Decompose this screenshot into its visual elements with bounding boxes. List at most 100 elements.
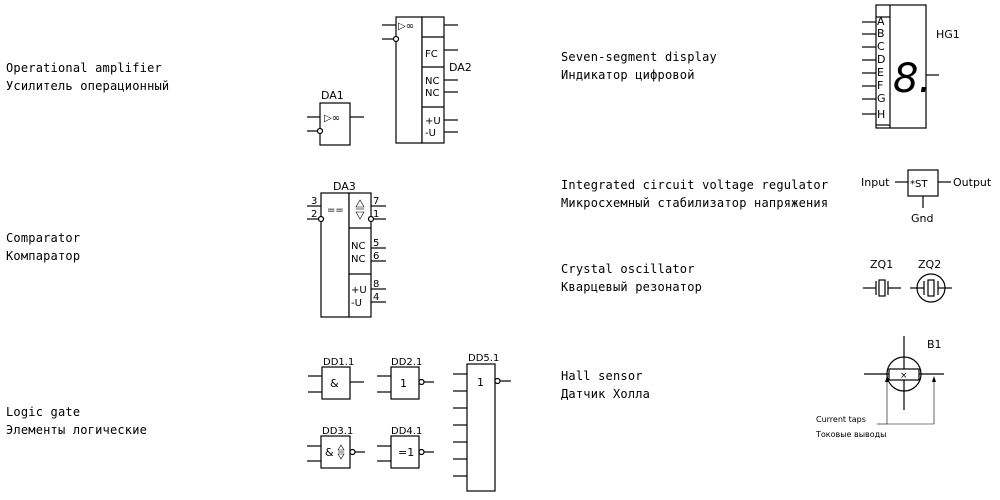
da3-pin-1: 1 — [373, 209, 379, 220]
hg1-seg-b: B — [877, 27, 885, 40]
hg1-input-leads — [862, 21, 876, 115]
zq2-quartz — [927, 279, 935, 297]
da3-pin-7: 7 — [373, 196, 379, 207]
regulator-label-ru: Микросхемный стабилизатор напряжения — [561, 196, 829, 210]
da2-pin-nc2: NC — [425, 88, 439, 99]
da1-body — [319, 102, 351, 146]
opamp-label-en: Operational amplifier — [6, 61, 162, 75]
display-label-en: Seven-segment display — [561, 50, 717, 64]
dd4-ref: DD4.1 — [391, 426, 422, 437]
hg1-ref: HG1 — [936, 28, 960, 41]
da2-body — [395, 16, 423, 144]
dd5-body — [466, 363, 496, 492]
dd1-func: & — [330, 377, 339, 390]
da2-pin-nc1: NC — [425, 76, 439, 87]
da3-pin-3: 3 — [311, 196, 317, 207]
dd2-ref: DD2.1 — [391, 357, 422, 368]
hall-element — [888, 368, 920, 381]
hg1-seg-e: E — [877, 66, 884, 79]
regulator-body — [907, 169, 939, 197]
logic-label-ru: Элементы логические — [6, 423, 148, 437]
logic-label: Logic gate Элементы логические — [6, 403, 147, 439]
dd1-gate: DD1.1 & — [308, 357, 364, 400]
dd2-invert-dot — [418, 378, 425, 386]
zq1-quartz — [878, 279, 886, 297]
hg1-seg-h: H — [877, 108, 885, 121]
da3-ref: DA3 — [333, 180, 356, 193]
dd5-ref: DD5.1 — [468, 353, 499, 364]
da3-pin-8: 8 — [373, 279, 379, 290]
dd4-func: =1 — [398, 446, 414, 459]
da3-func: == — [327, 205, 344, 216]
da1-func: ▷∞ — [324, 113, 340, 124]
hg1-seg-d: D — [877, 53, 885, 66]
da3-pin-2: 2 — [311, 209, 317, 220]
da3-output-stage-icon — [355, 199, 365, 220]
hall-label-en: Hall sensor — [561, 369, 643, 383]
dd2-gate: DD2.1 1 — [377, 357, 434, 400]
hg1-body — [875, 4, 927, 129]
dd5-invert-dot — [494, 377, 501, 385]
da2-pin-fc: FC — [425, 49, 438, 60]
crystal-zq2: ZQ2 — [910, 258, 952, 303]
hall-ref: B1 — [927, 338, 942, 351]
hall-taps-en: Current taps — [816, 415, 866, 424]
logic-label-en: Logic gate — [6, 405, 81, 419]
dd3-invert-dot — [349, 448, 356, 456]
dd4-gate: DD4.1 =1 — [377, 426, 434, 469]
regulator-func: *ST — [910, 179, 928, 190]
display-label-ru: Индикатор цифровой — [561, 68, 695, 82]
dd5-func: 1 — [477, 376, 484, 389]
da3-cell-nc1: NC — [351, 241, 365, 252]
dd5-inputs — [453, 373, 467, 477]
da2-invert-dot — [392, 35, 400, 43]
hall-arrow-left-icon — [885, 376, 889, 382]
hg1-seg-c: C — [877, 40, 885, 53]
dd1-ref: DD1.1 — [323, 357, 354, 368]
hall-taps-ru: Токовые выводы — [815, 430, 887, 439]
dd3-gate: DD3.1 & — [307, 426, 365, 469]
da3-pin-column — [348, 192, 372, 318]
crystal-zq1: ZQ1 — [863, 258, 901, 297]
da2-pin-minus-u: -U — [425, 128, 436, 139]
zq2-ref: ZQ2 — [918, 258, 941, 271]
dd3-func: & — [325, 446, 334, 459]
hall-label-ru: Датчик Холла — [561, 387, 651, 401]
hall-cross-icon: × — [900, 371, 908, 381]
da2-func: ▷∞ — [398, 21, 414, 32]
crystal-label-en: Crystal oscillator — [561, 262, 695, 276]
opamp-label-ru: Усилитель операционный — [6, 79, 170, 93]
da1-symbol: DA1 ▷∞ — [307, 89, 364, 146]
opamp-label: Operational amplifier Усилитель операцио… — [6, 59, 169, 95]
da3-cell-minus-u: -U — [351, 298, 362, 309]
da1-invert-dot — [316, 127, 324, 135]
hall-sensor-symbol: B1 × Current taps Токовые выводы — [815, 336, 944, 439]
hall-label: Hall sensor Датчик Холла — [561, 367, 650, 403]
dd5-gate: DD5.1 1 — [453, 353, 511, 492]
da3-symbol: DA3 == NC NC +U -U 3 2 7 1 5 6 — [307, 180, 386, 318]
zq1-ref: ZQ1 — [870, 258, 893, 271]
da3-pin-5: 5 — [373, 238, 379, 249]
dd4-invert-dot — [418, 448, 425, 456]
da3-pin-4: 4 — [373, 292, 379, 303]
hg1-seg-f: F — [877, 79, 883, 92]
da3-pin-6: 6 — [373, 251, 379, 262]
da1-ref: DA1 — [321, 89, 344, 102]
da2-ref: DA2 — [449, 61, 472, 74]
hg1-seg-a: A — [877, 15, 885, 28]
da2-pin-plus-u: +U — [425, 116, 441, 127]
hg1-digit: 8. — [893, 56, 931, 102]
dd4-body — [390, 435, 420, 469]
regulator-symbol: Input *ST Output Gnd — [861, 169, 992, 225]
comparator-label-ru: Компаратор — [6, 249, 81, 263]
regulator-output-label: Output — [953, 176, 992, 189]
dd3-ref: DD3.1 — [322, 426, 353, 437]
da3-body — [320, 192, 350, 318]
crystal-label-ru: Кварцевый резонатор — [561, 280, 703, 294]
regulator-gnd-label: Gnd — [911, 212, 933, 225]
hg1-seg-g: G — [877, 92, 886, 105]
da3-cell-nc2: NC — [351, 254, 365, 265]
hg1-display: A B C D E F G H 8. HG1 — [862, 4, 960, 129]
